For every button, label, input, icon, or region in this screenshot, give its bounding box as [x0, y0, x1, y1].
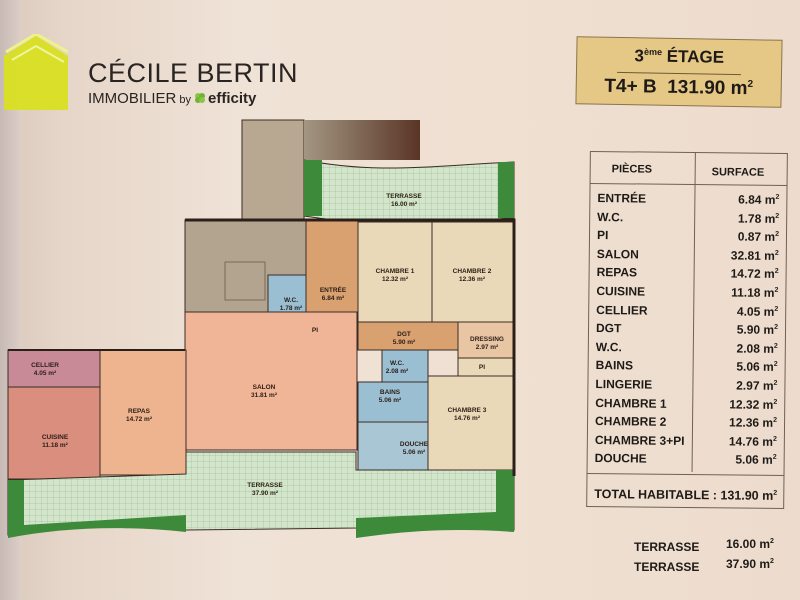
room-area: 5.90 m²	[392, 339, 416, 346]
brand-partner: efficity	[207, 90, 257, 107]
brand-name: CÉCILE BERTIN	[88, 58, 299, 88]
terrace-value: 37.90 m	[726, 557, 771, 571]
planter	[8, 480, 186, 538]
room-area: 11.18 m²	[42, 442, 68, 449]
label-pi-2: PI	[479, 364, 485, 372]
room-area: 5.06 m²	[378, 397, 402, 404]
terrace-value: 16.00 m	[726, 537, 771, 551]
room-name: PI	[311, 327, 319, 334]
room-name: CUISINE	[41, 434, 69, 441]
dgt	[357, 321, 459, 351]
label-wc-2: W.C.2.08 m²	[386, 360, 408, 376]
planter	[498, 162, 514, 218]
salon	[184, 311, 358, 451]
efficity-leaf-icon	[194, 93, 205, 103]
terrace-summary-2: TERRASSE	[634, 560, 699, 574]
room-name: TERRASSE	[386, 193, 422, 200]
room-area: 6.84 m²	[321, 295, 345, 302]
room-area: 31.81 m²	[250, 392, 278, 399]
douche	[357, 421, 429, 471]
room-area: 1.78 m²	[279, 305, 303, 312]
room-area: 16.00 m²	[390, 201, 418, 208]
room-area: 12.32 m²	[381, 276, 409, 283]
room-name: REPAS	[128, 408, 150, 415]
room-area: 2.08 m²	[385, 368, 409, 375]
room-name: TERRASSE	[247, 482, 283, 489]
room-name: CELLIER	[31, 362, 59, 369]
room-area: 37.90 m²	[251, 490, 279, 497]
terrace-north	[303, 159, 515, 224]
room-name: CHAMBRE 1	[375, 268, 415, 275]
terrace-exp: 2	[770, 558, 774, 565]
room-name: BAINS	[379, 389, 401, 396]
wc-2	[381, 349, 429, 383]
terrace-label: TERRASSE	[634, 560, 700, 574]
room-area: 14.72 m²	[125, 416, 153, 423]
room-name: CHAMBRE 3	[447, 407, 487, 414]
cellier	[7, 349, 101, 388]
room-name: CHAMBRE 2	[452, 268, 492, 275]
room-area: 2.97 m²	[475, 344, 499, 351]
room-name: PI	[478, 364, 486, 371]
stairwell	[241, 119, 305, 221]
room-area: 12.36 m²	[458, 276, 486, 283]
terrace-summary-1: TERRASSE	[634, 540, 699, 554]
planter	[304, 160, 322, 216]
label-wc-1: W.C.1.78 m²	[280, 297, 302, 313]
cuisine	[7, 386, 101, 480]
terrace-summary-1-value: 16.00 m2	[726, 537, 774, 551]
house-logo-icon	[4, 34, 68, 110]
room-area: 4.05 m²	[33, 370, 57, 377]
room-area: 14.76 m²	[453, 415, 481, 422]
bed	[224, 261, 266, 301]
terrace-label: TERRASSE	[634, 540, 700, 554]
room-area: 5.06 m²	[402, 449, 426, 456]
terrace-summary-2-value: 37.90 m2	[726, 557, 774, 571]
room-name: DRESSING	[470, 336, 504, 343]
pi-2	[457, 357, 515, 377]
room-name: DOUCHE	[399, 441, 429, 448]
label-pi-1: PI	[312, 327, 318, 335]
room-name: SALON	[252, 384, 276, 391]
chambre-3	[427, 375, 515, 471]
chambre-2	[431, 221, 515, 323]
brand-by: by	[179, 94, 191, 106]
room-name: W.C.	[389, 360, 405, 367]
brand-subtitle-text: IMMOBILIER	[88, 90, 177, 107]
staircase	[304, 120, 420, 160]
room-name: W.C.	[283, 297, 299, 304]
room-name: DGT	[397, 331, 411, 338]
chambre-1	[357, 221, 433, 323]
planter	[356, 470, 514, 538]
terrace-exp: 2	[770, 538, 774, 545]
room-name: ENTRÉE	[319, 287, 347, 294]
